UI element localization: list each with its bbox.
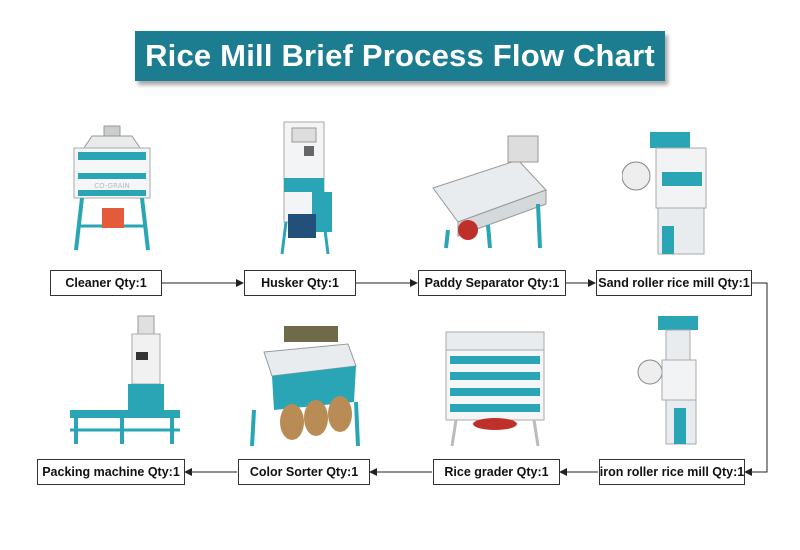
- color-sorter-icon: [250, 326, 360, 447]
- step-label: Husker Qty:1: [261, 276, 339, 290]
- rice-grader-icon: [445, 331, 545, 447]
- step-label: Rice grader Qty:1: [444, 465, 549, 479]
- cleaner-machine-icon: CO-GRAIN: [73, 125, 151, 251]
- title-banner: Rice Mill Brief Process Flow Chart: [135, 31, 665, 81]
- step-label: Paddy Separator Qty:1: [424, 276, 560, 290]
- step-label: iron roller rice mill Qty:1: [599, 465, 745, 479]
- step-iron-roller-mill: iron roller rice mill Qty:1: [599, 459, 745, 485]
- step-cleaner: Cleaner Qty:1: [50, 270, 162, 296]
- step-label: Packing machine Qty:1: [42, 465, 180, 479]
- step-sand-roller-mill: Sand roller rice mill Qty:1: [596, 270, 752, 296]
- paddy-separator-icon: [432, 135, 547, 249]
- step-packing-machine: Packing machine Qty:1: [37, 459, 185, 485]
- step-color-sorter: Color Sorter Qty:1: [238, 459, 370, 485]
- step-label: Cleaner Qty:1: [65, 276, 147, 290]
- watermark: CO-GRAIN: [94, 182, 129, 190]
- sand-roller-mill-icon: [622, 132, 707, 255]
- step-paddy-separator: Paddy Separator Qty:1: [418, 270, 566, 296]
- arrow-sand-mill-to-iron-mill: [744, 282, 768, 476]
- page-title: Rice Mill Brief Process Flow Chart: [145, 38, 655, 73]
- step-label: Color Sorter Qty:1: [249, 465, 359, 479]
- husker-machine-icon: [280, 121, 332, 255]
- step-label: Sand roller rice mill Qty:1: [598, 276, 750, 290]
- step-rice-grader: Rice grader Qty:1: [433, 459, 560, 485]
- packing-machine-icon: [70, 315, 180, 444]
- iron-roller-mill-icon: [637, 316, 698, 445]
- step-husker: Husker Qty:1: [244, 270, 356, 296]
